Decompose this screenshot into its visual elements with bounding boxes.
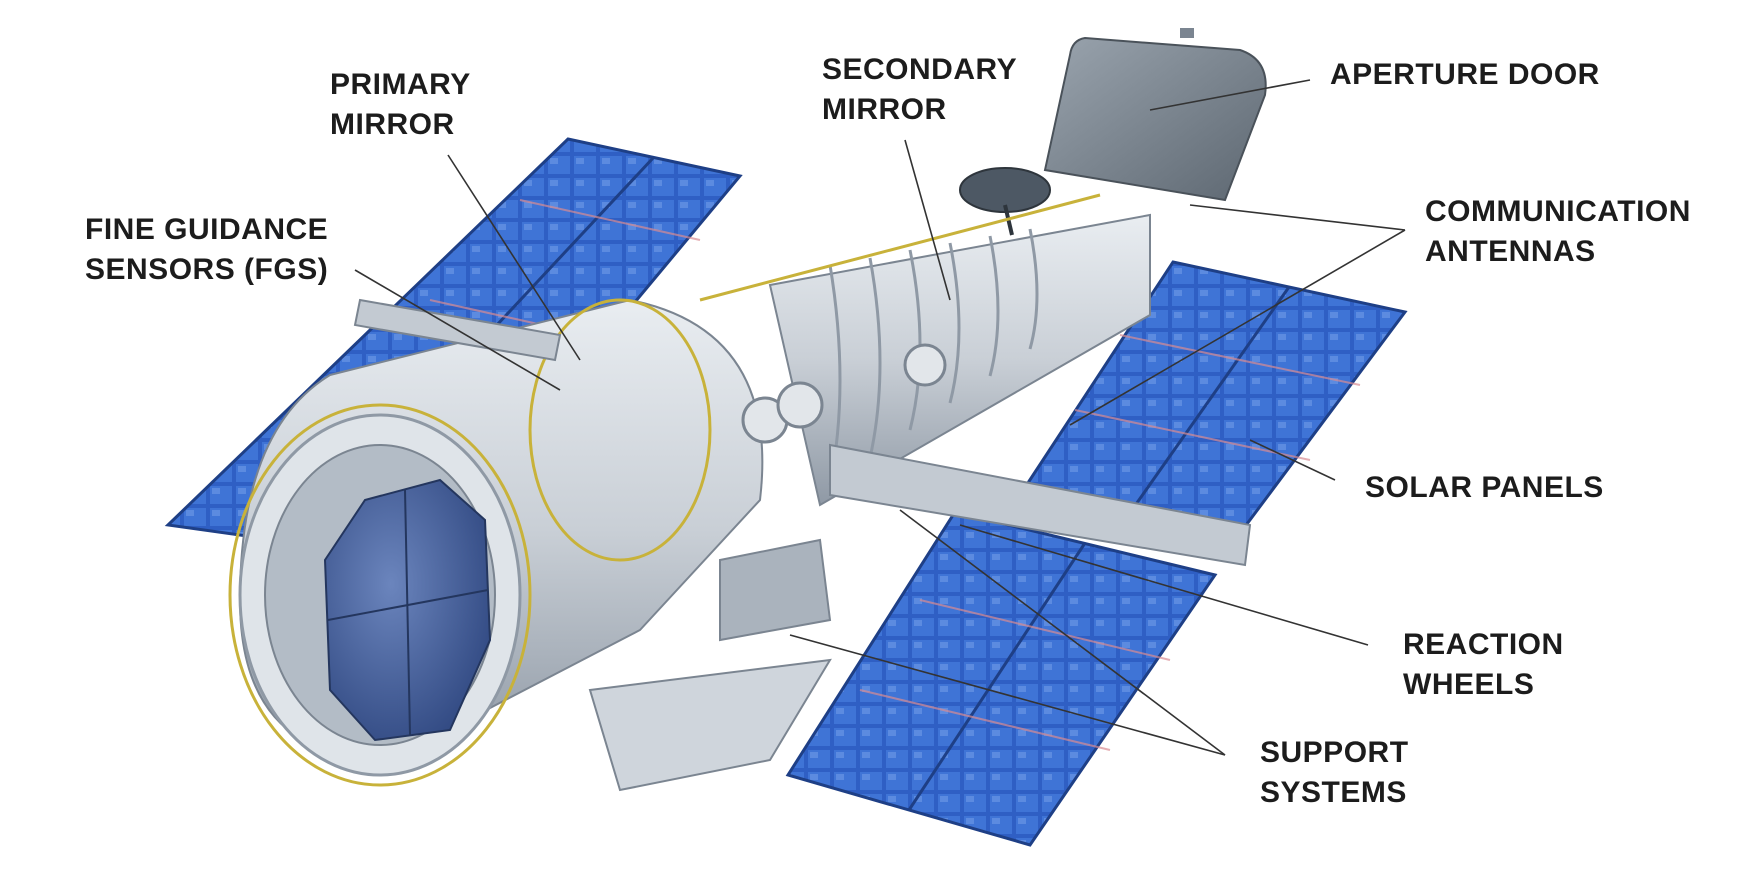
aperture-door [1043, 28, 1267, 202]
label-primary-mirror: PRIMARY MIRROR [330, 68, 471, 141]
gold-wires [228, 193, 1101, 787]
label-fine-guidance-sensors: FINE GUIDANCE SENSORS (FGS) [85, 213, 329, 286]
leader-lines [354, 79, 1406, 756]
forward-shell [768, 213, 1151, 507]
reaction-wheels [741, 343, 947, 444]
label-solar-panels: SOLAR PANELS [1365, 471, 1604, 504]
antenna-dish [959, 167, 1051, 236]
label-communication-antennas: COMMUNICATION ANTENNAS [1425, 195, 1691, 268]
label-aperture-door: APERTURE DOOR [1330, 58, 1600, 91]
label-support-systems: SUPPORT SYSTEMS [1260, 736, 1409, 809]
solar-panel-lower-right [785, 510, 1218, 847]
primary-mirror [323, 478, 492, 742]
support-structure [588, 538, 832, 792]
label-reaction-wheels: REACTION WHEELS [1403, 628, 1564, 701]
label-secondary-mirror: SECONDARY MIRROR [822, 53, 1018, 126]
